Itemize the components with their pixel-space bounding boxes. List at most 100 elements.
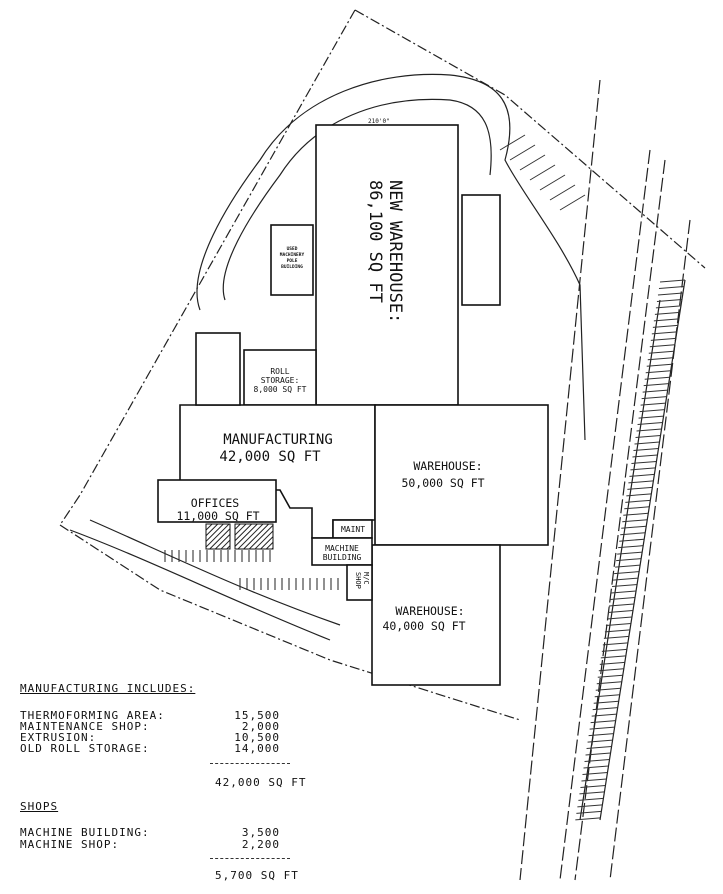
stripe: [653, 318, 679, 322]
stripe: [625, 499, 651, 503]
stripe: [586, 746, 612, 750]
offices-building: [157, 479, 277, 523]
stripe: [617, 551, 643, 555]
access-road-inner: [222, 98, 492, 301]
stripe: [598, 668, 624, 672]
stripe: [648, 350, 674, 354]
stripe: [656, 298, 682, 302]
stripe: [632, 454, 658, 458]
warehouse-40000-area: 40,000 SQ FT: [382, 619, 465, 633]
roll-storage-area: 8,000 SQ FT: [254, 385, 307, 394]
stripe: [618, 545, 644, 549]
legend-value: 2,000: [241, 720, 280, 733]
stripe: [597, 674, 623, 678]
stripe: [624, 506, 650, 510]
legend-label: THERMOFORMING AREA:: [20, 709, 165, 722]
property-boundary-south: [59, 524, 521, 721]
stripe: [612, 584, 638, 588]
stripe: [643, 383, 669, 387]
stripe: [627, 486, 653, 490]
maint-label: MAINT: [341, 525, 365, 534]
legend-row: EXTRUSION: 10,500: [20, 732, 280, 743]
mc-shop-building: [346, 564, 373, 601]
stripe: [645, 370, 671, 374]
stripe: [592, 707, 618, 711]
legend-row: MAINTENANCE SHOP: 2,000: [20, 721, 280, 732]
access-road: [196, 73, 586, 441]
stripe: [639, 409, 665, 413]
stripe: [605, 622, 631, 626]
pole-building-label: USED: [287, 246, 298, 252]
roll-storage-label: ROLL: [270, 367, 289, 376]
stripe: [622, 519, 648, 523]
legend-row: THERMOFORMING AREA:15,500: [20, 710, 280, 721]
divider: [210, 763, 290, 764]
warehouse-annex: [461, 194, 501, 306]
warehouse-40000-label: WAREHOUSE:: [395, 604, 464, 618]
stripe: [608, 603, 635, 607]
mc-shop-label: SHOP: [354, 572, 362, 589]
stripe: [630, 467, 656, 471]
stripe: [629, 473, 655, 477]
south-parking-stripes: [239, 578, 339, 590]
roll-storage-silos: [195, 332, 241, 406]
hatched-area: [205, 523, 231, 550]
stripe: [616, 558, 642, 562]
stripe: [589, 726, 615, 730]
stripe: [576, 810, 602, 814]
stripe: [585, 752, 611, 756]
property-boundary: [59, 9, 706, 526]
machine-building-label: BUILDING: [323, 553, 362, 562]
new-warehouse-dimension: 210'0": [368, 118, 390, 125]
manufacturing-heading: MANUFACTURING INCLUDES:: [20, 682, 196, 695]
stripe: [631, 460, 657, 464]
stripe: [588, 733, 614, 737]
stripe: [655, 305, 681, 309]
stripe: [647, 357, 673, 361]
used-machinery-pole-building: [270, 224, 314, 296]
stripe: [641, 396, 667, 400]
stripe: [626, 493, 652, 497]
stripe: [575, 817, 601, 821]
shops-heading: SHOPS: [20, 800, 59, 813]
stripe: [637, 422, 663, 426]
stripe: [582, 771, 608, 775]
stripe: [649, 344, 675, 348]
stripe: [638, 415, 664, 419]
stripe: [609, 597, 636, 601]
stripe: [603, 635, 629, 639]
stripe: [578, 797, 604, 801]
stripe: [607, 609, 634, 613]
stripe: [654, 311, 680, 315]
legend-label: EXTRUSION:: [20, 731, 97, 744]
legend-label: OLD ROLL STORAGE:: [20, 742, 150, 755]
legend-value: 10,500: [234, 731, 280, 744]
stripe: [595, 687, 621, 691]
manufacturing-label: MANUFACTURING: [223, 432, 333, 448]
hatched-area: [234, 523, 274, 550]
stripe: [658, 285, 685, 289]
stripe: [636, 428, 662, 432]
west-road: [69, 519, 341, 641]
stripe: [623, 512, 649, 516]
stripe: [613, 577, 639, 581]
stripe: [659, 279, 686, 283]
legend-row: OLD ROLL STORAGE:14,000: [20, 743, 280, 754]
stripe: [602, 642, 628, 646]
legend-label: MAINTENANCE SHOP:: [20, 720, 150, 733]
stripe: [580, 784, 606, 788]
ne-parking-stripes: [499, 134, 586, 211]
railroad-track: [519, 79, 691, 881]
roll-storage-label: STORAGE:: [261, 376, 300, 385]
offices-label: OFFICES: [191, 496, 240, 510]
offices-area: 11,000 SQ FT: [176, 509, 259, 523]
stripe: [614, 571, 640, 575]
stripe: [579, 791, 605, 795]
warehouse-50000-building: [374, 404, 549, 546]
machine-building: [311, 537, 373, 566]
stripe: [644, 376, 670, 380]
stripe: [633, 447, 659, 451]
stripe: [646, 363, 672, 367]
roll-storage-building: [243, 349, 317, 406]
